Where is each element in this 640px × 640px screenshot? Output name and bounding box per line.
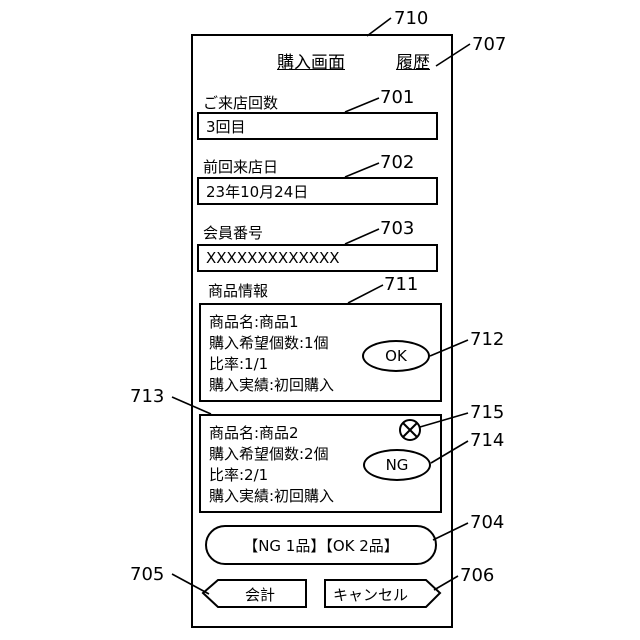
- ref-715: 715: [470, 402, 504, 423]
- summary-pill[interactable]: 【NG 1品】【OK 2品】: [205, 525, 437, 565]
- ref-711: 711: [384, 274, 418, 295]
- member-number-value: XXXXXXXXXXXXX: [206, 249, 340, 267]
- ref-705: 705: [130, 564, 164, 585]
- cancel-button-label: キャンセル: [333, 584, 408, 605]
- last-visit-field: 23年10月24日: [197, 177, 438, 205]
- ref-710: 710: [394, 8, 428, 29]
- ok-status-button[interactable]: OK: [362, 340, 430, 372]
- product-info-label: 商品情報: [208, 280, 268, 301]
- visit-count-label: ご来店回数: [203, 92, 278, 113]
- ref-713: 713: [130, 386, 164, 407]
- ok-status-label: OK: [385, 347, 407, 365]
- visit-count-field: 3回目: [197, 112, 438, 140]
- ref-707: 707: [472, 34, 506, 55]
- screen-title: 購入画面: [277, 48, 345, 73]
- product-2-line: 商品名:商品2: [209, 423, 440, 444]
- ng-status-button[interactable]: NG: [363, 449, 431, 481]
- member-number-label: 会員番号: [203, 222, 263, 243]
- product-2-line: 購入実績:初回購入: [209, 486, 440, 507]
- product-1-line: 商品名:商品1: [209, 312, 440, 333]
- ref-706: 706: [460, 565, 494, 586]
- ng-status-label: NG: [386, 456, 409, 474]
- summary-text: 【NG 1品】【OK 2品】: [243, 535, 399, 556]
- last-visit-value: 23年10月24日: [206, 181, 308, 202]
- ref-703: 703: [380, 218, 414, 239]
- ref-701: 701: [380, 87, 414, 108]
- checkout-button-label: 会計: [245, 584, 275, 605]
- history-link[interactable]: 履歴: [396, 48, 430, 73]
- visit-count-value: 3回目: [206, 116, 246, 137]
- product-1-line: 購入実績:初回購入: [209, 375, 440, 396]
- last-visit-label: 前回来店日: [203, 156, 278, 177]
- ref-704: 704: [470, 512, 504, 533]
- ref-714: 714: [470, 430, 504, 451]
- ref-702: 702: [380, 152, 414, 173]
- ref-712: 712: [470, 329, 504, 350]
- member-number-field: XXXXXXXXXXXXX: [197, 244, 438, 272]
